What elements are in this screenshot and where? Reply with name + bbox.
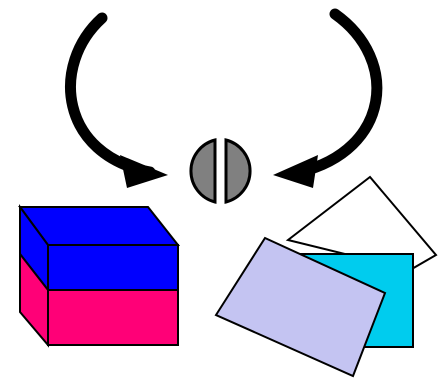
right-arrow-head [273,155,318,188]
split-circle-right-half [226,140,250,202]
right-curved-arrow-icon [273,14,377,188]
split-circle-icon [191,140,250,202]
split-circle-left-half [191,140,215,202]
box-base-front [48,290,178,345]
left-arrow-shaft [71,18,150,172]
box-lid-front [48,245,178,290]
right-arrow-shaft [300,14,377,172]
cards-icon [216,177,436,376]
left-arrow-head [120,155,168,188]
left-curved-arrow-icon [71,18,168,188]
box-icon [20,207,178,345]
